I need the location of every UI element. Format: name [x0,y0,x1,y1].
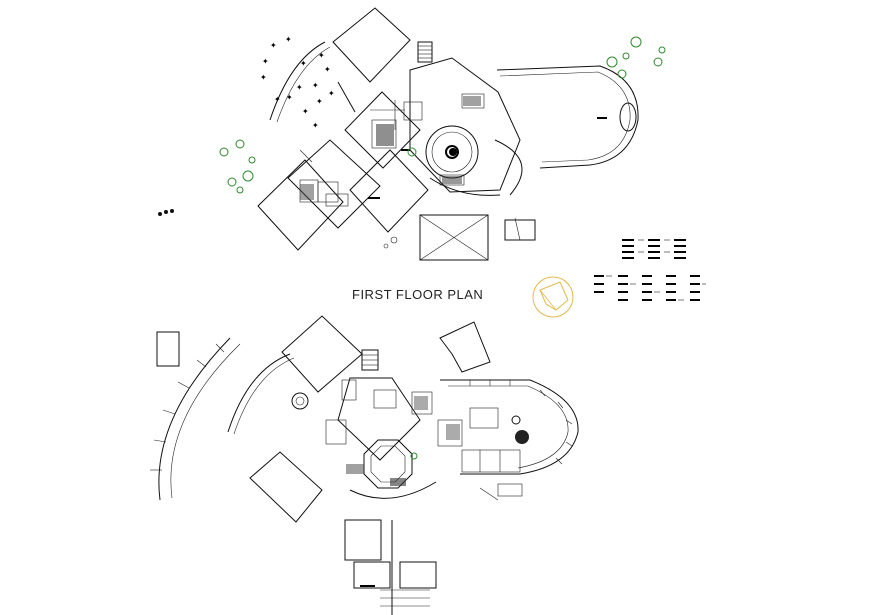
upper-floor-plan [257,7,639,261]
svg-text:✦: ✦ [318,51,325,60]
svg-text:✦: ✦ [262,57,269,66]
loose-symbols [158,209,398,249]
svg-text:✦: ✦ [300,59,307,68]
svg-text:✦: ✦ [260,73,267,82]
svg-text:✦: ✦ [274,95,281,104]
plaza-planters: ✦ ✦ ✦ ✦ ✦ ✦ ✦ ✦ ✦ ✦ ✦ ✦ ✦ ✦ ✦ [260,35,335,130]
tree-icon [219,36,666,194]
drawing-title: FIRST FLOOR PLAN [352,287,484,302]
legend-dashes [594,239,706,301]
lower-floor-plan [150,315,579,615]
compass-rose-icon [532,276,574,318]
svg-text:✦: ✦ [328,89,335,98]
svg-text:✦: ✦ [324,65,331,74]
svg-text:✦: ✦ [286,93,293,102]
svg-text:✦: ✦ [285,35,292,44]
svg-text:✦: ✦ [316,97,323,106]
lower-furniture-patterns [291,392,529,486]
svg-text:✦: ✦ [302,107,309,116]
svg-text:✦: ✦ [312,121,319,130]
svg-text:✦: ✦ [270,41,277,50]
svg-text:✦: ✦ [312,81,319,90]
upper-furniture-patterns [300,96,481,200]
svg-text:✦: ✦ [296,83,303,92]
